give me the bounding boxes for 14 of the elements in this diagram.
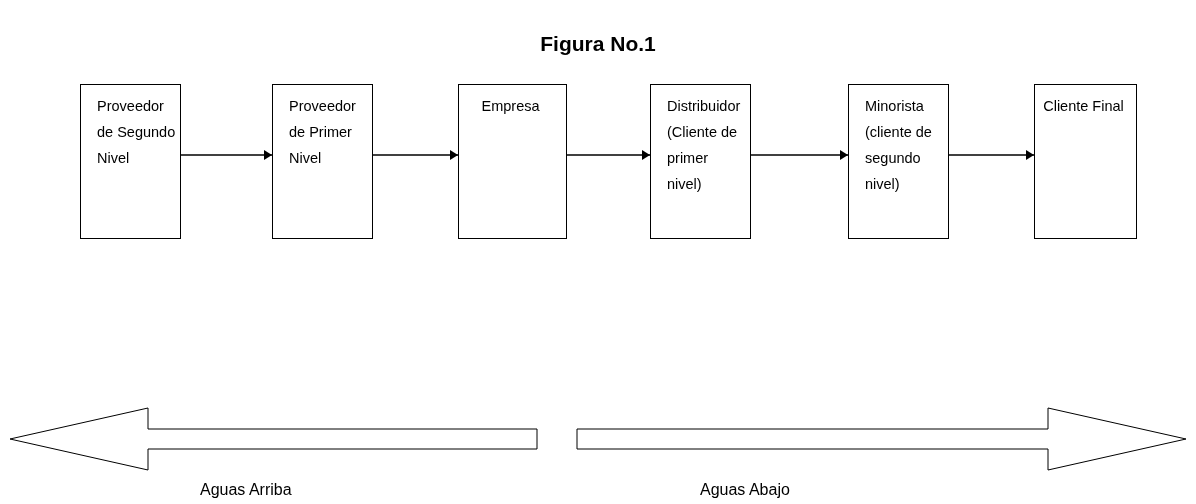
process-box: Proveedor de Primer Nivel	[272, 84, 373, 239]
process-box: Proveedor de Segundo Nivel	[80, 84, 181, 239]
arrow	[566, 150, 651, 160]
arrow	[750, 150, 849, 160]
arrow	[948, 150, 1035, 160]
arrow	[180, 150, 273, 160]
process-box: Cliente Final	[1034, 84, 1137, 239]
process-box: Distribuidor (Cliente de primer nivel)	[650, 84, 751, 239]
process-box: Minorista (cliente de segundo nivel)	[848, 84, 949, 239]
direction-label: Aguas Arriba	[200, 480, 292, 500]
process-box: Empresa	[458, 84, 567, 239]
diagram-title: Figura No.1	[539, 31, 657, 57]
direction-label: Aguas Abajo	[700, 480, 790, 500]
arrow	[372, 150, 459, 160]
